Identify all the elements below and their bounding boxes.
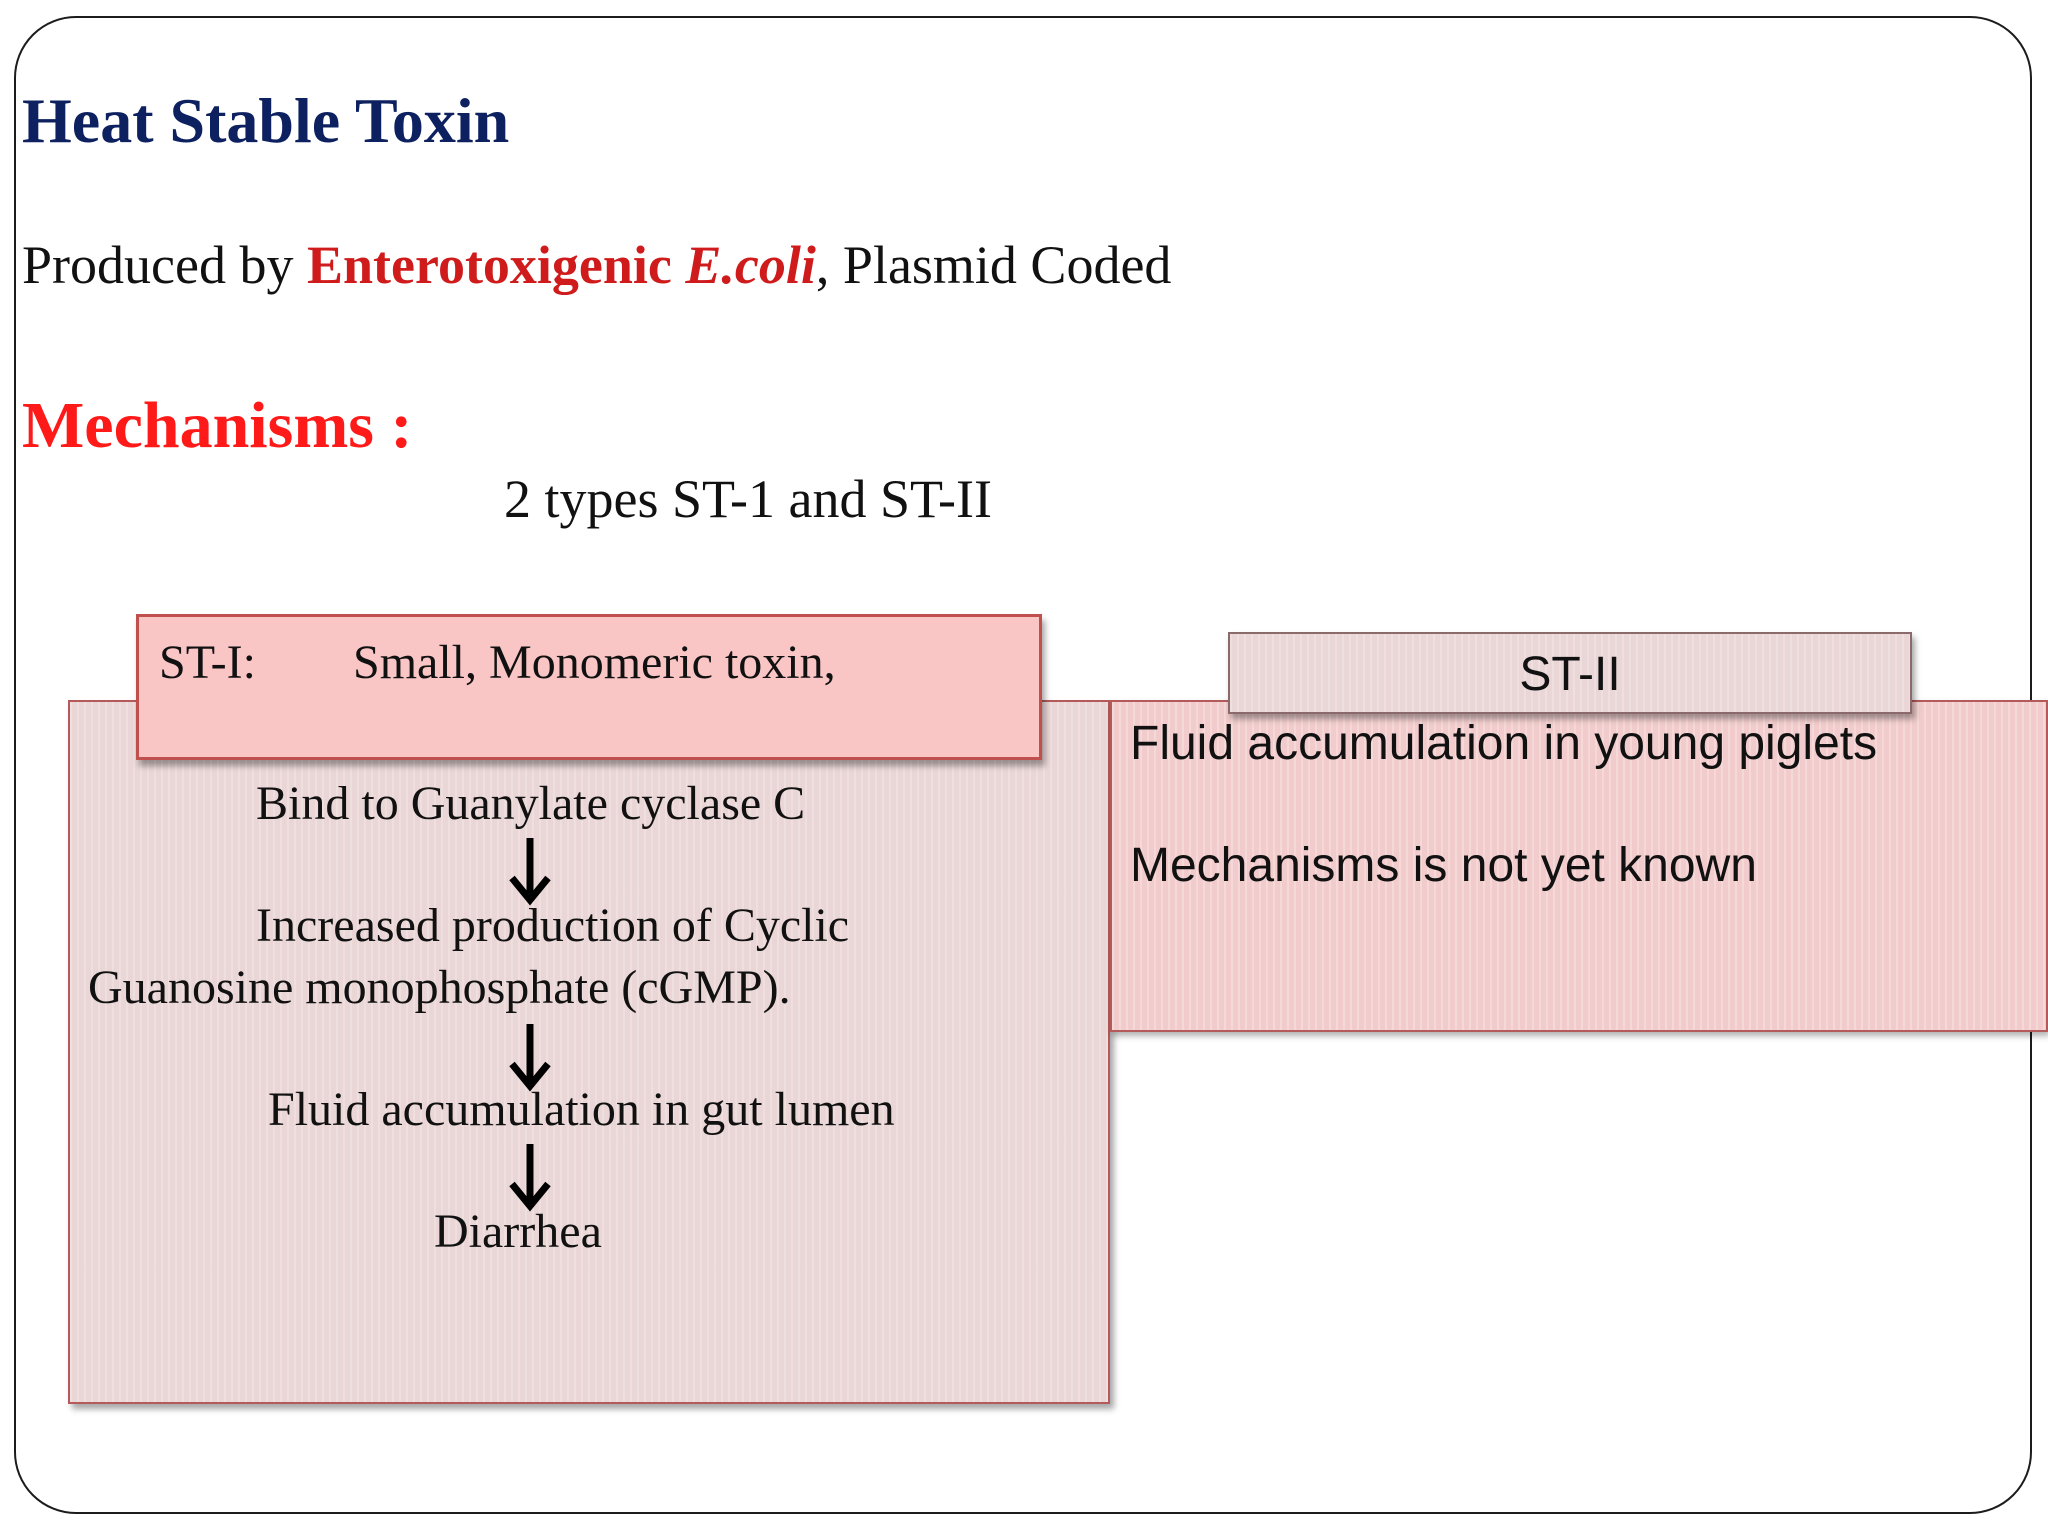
st1-header: ST-I: Small, Monomeric toxin, — [136, 614, 1042, 760]
slide-title: Heat Stable Toxin — [22, 85, 510, 156]
flow-step-cgmp: Guanosine monophosphate (cGMP). — [88, 961, 791, 1014]
st2-line-mechanism: Mechanisms is not yet known — [1130, 839, 1757, 892]
flow-step-diarrhea: Diarrhea — [434, 1205, 602, 1258]
st2-panel — [1110, 700, 2048, 1032]
st2-line-fluid: Fluid accumulation in young piglets — [1130, 717, 1878, 770]
st1-panel — [68, 700, 1110, 1404]
flow-step-increase: Increased production of Cyclic — [256, 899, 850, 952]
types-text: 2 types ST-1 and ST-II — [504, 469, 993, 529]
st1-description: Small, Monomeric toxin, — [353, 636, 836, 689]
mechanisms-heading: Mechanisms : — [22, 389, 413, 462]
down-arrow-icon — [509, 1024, 551, 1092]
st1-label: ST-I: — [159, 636, 256, 689]
flow-step-fluid: Fluid accumulation in gut lumen — [268, 1083, 895, 1136]
produced-suffix: , Plasmid Coded — [815, 235, 1172, 295]
produced-prefix: Produced by — [22, 235, 307, 295]
flow-step-bind: Bind to Guanylate cyclase C — [256, 777, 806, 830]
species-name: E.coli — [685, 235, 816, 295]
down-arrow-icon — [509, 838, 551, 906]
produced-by-line: Produced by Enterotoxigenic E.coli, Plas… — [22, 234, 1171, 296]
organism-name: Enterotoxigenic — [306, 235, 686, 295]
st2-header: ST-II — [1228, 632, 1912, 714]
down-arrow-icon — [509, 1144, 551, 1212]
